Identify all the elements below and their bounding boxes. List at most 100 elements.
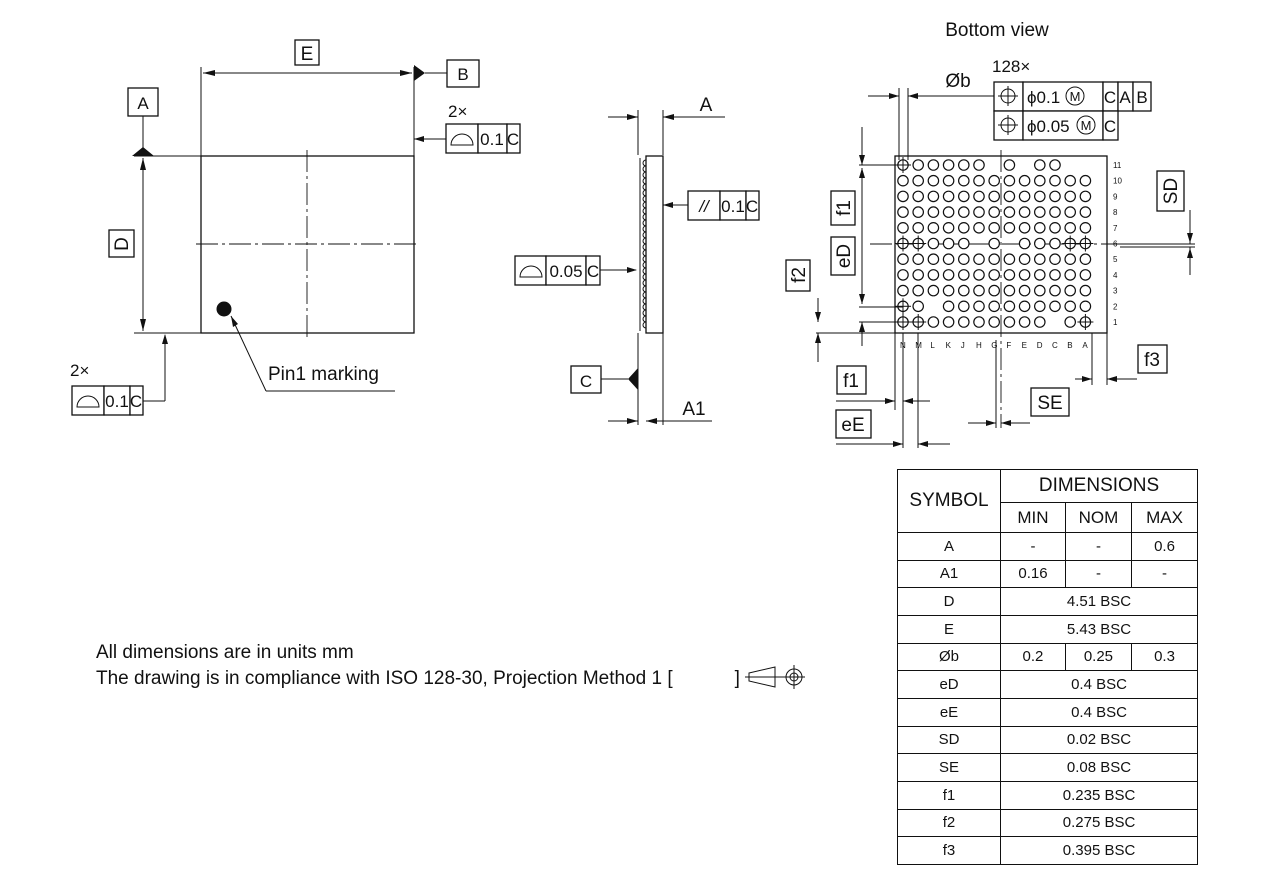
ball-G1 [988, 316, 1000, 328]
bottom-view-title: Bottom view [945, 20, 1049, 41]
ball-B8 [1064, 206, 1076, 218]
cell-symbol: f1 [896, 780, 1002, 810]
fcf-lower-value: 0.1 [105, 392, 129, 411]
cell-max: 0.3 [1130, 642, 1199, 672]
ball-J11 [957, 159, 970, 171]
fcf-pos1-datum-3: B [1136, 88, 1147, 107]
pin1-dot [216, 301, 232, 317]
ball-M8 [912, 206, 924, 218]
ball-G10 [988, 174, 1000, 187]
ball-E7 [1018, 222, 1031, 234]
ball-B10 [1064, 174, 1076, 187]
ball-H10 [973, 174, 985, 187]
column-letter: D [1037, 341, 1043, 350]
ball-N8 [897, 206, 909, 218]
cell-bsc: 4.51 BSC [1000, 587, 1198, 616]
ball-G5 [988, 253, 1000, 266]
ball-L7 [927, 222, 940, 234]
ball-E4 [1018, 269, 1031, 281]
ball-J6 [957, 237, 970, 250]
ball-J2 [957, 300, 970, 313]
fcf-lower-count: 2× [70, 361, 89, 380]
cell-max: 0.6 [1130, 532, 1199, 561]
ball-E5 [1018, 253, 1031, 266]
ball-E8 [1018, 206, 1031, 218]
ball-F7 [1003, 222, 1016, 234]
label-f1-left: f1 [834, 200, 855, 216]
ball-F9 [1003, 190, 1016, 203]
ball-H3 [973, 284, 985, 297]
ball-C2 [1049, 300, 1061, 313]
cell-bsc: 0.08 BSC [1000, 753, 1198, 782]
ball-B4 [1064, 269, 1076, 281]
ball-M10 [912, 174, 924, 187]
ball-K10 [942, 174, 955, 187]
cell-nom: - [1064, 532, 1132, 561]
ball-H11 [973, 159, 985, 171]
row-number: 11 [1113, 161, 1122, 170]
package-outline-top [200, 155, 415, 334]
ball-G9 [988, 190, 1000, 203]
ball-K5 [942, 253, 955, 266]
ball-K4 [942, 269, 955, 281]
label-f2: f2 [789, 267, 810, 283]
ball-A3 [1079, 284, 1092, 297]
side-view: A // 0.1 C 0.05 C C A1 [514, 95, 760, 425]
ball-C6 [1049, 237, 1061, 250]
row-number: 8 [1113, 208, 1118, 217]
ball-H9 [973, 190, 985, 203]
ball-J10 [957, 174, 970, 187]
ball-F10 [1003, 174, 1016, 187]
label-d: D [112, 237, 133, 251]
ball-N5 [897, 253, 909, 266]
ball-D4 [1034, 269, 1046, 281]
ball-A10 [1079, 174, 1092, 187]
ball-grid [895, 157, 1094, 330]
ball-C5 [1049, 253, 1061, 266]
fcf-parallel-value: 0.1 [721, 197, 745, 216]
ball-A8 [1079, 206, 1092, 218]
ball-K3 [942, 284, 955, 297]
ball-M3 [912, 284, 924, 297]
ball-count: 128× [992, 57, 1030, 76]
column-letter: B [1067, 341, 1072, 350]
ball-F8 [1003, 206, 1016, 218]
cell-bsc: 0.02 BSC [1000, 725, 1198, 755]
ball-D11 [1034, 159, 1046, 171]
fcf-pos2-datum-1: C [1104, 117, 1116, 136]
ball-M7 [912, 222, 924, 234]
ball-K1 [942, 316, 955, 328]
ball-B5 [1064, 253, 1076, 266]
ball-N4 [897, 269, 909, 281]
bottom-view: Bottom view 128× ϕ0.1 M C A B ϕ0.05 M C … [785, 20, 1195, 448]
row-number: 9 [1113, 192, 1118, 201]
ball-D1 [1034, 316, 1046, 328]
ball-K9 [942, 190, 955, 203]
package-outline-side [645, 155, 664, 334]
column-letter: E [1022, 341, 1027, 350]
ball-L11 [927, 159, 940, 171]
header-max: MAX [1130, 502, 1199, 533]
column-letter: K [946, 341, 952, 350]
ball-D2 [1034, 300, 1046, 313]
ball-H7 [973, 222, 985, 234]
ball-E10 [1018, 174, 1031, 187]
ball-C10 [1049, 174, 1061, 187]
ball-K8 [942, 206, 955, 218]
column-letter: H [976, 341, 982, 350]
ball-E1 [1018, 316, 1031, 328]
ball-N9 [897, 190, 909, 203]
note-compliance: The drawing is in compliance with ISO 12… [96, 668, 740, 689]
ball-K7 [942, 222, 955, 234]
ball-F4 [1003, 269, 1016, 281]
row-number: 3 [1113, 287, 1118, 296]
label-a1: A1 [682, 399, 705, 420]
cell-bsc: 0.235 BSC [1000, 780, 1198, 810]
ball-K6 [942, 237, 955, 250]
